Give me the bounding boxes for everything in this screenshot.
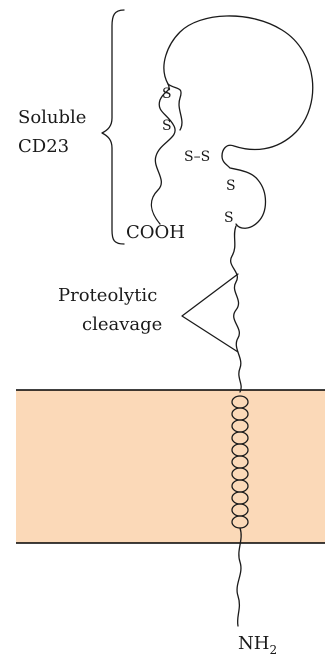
nh2-base: NH <box>238 633 269 654</box>
nh2-subscript: 2 <box>269 643 277 657</box>
nh2-label: NH2 <box>238 633 277 657</box>
chain-left-segment <box>151 84 175 224</box>
lectin-head-loop <box>164 16 313 156</box>
soluble-label: Soluble <box>18 107 86 128</box>
cd23-label: CD23 <box>18 136 69 157</box>
disulfide-bond-label: S–S <box>184 149 210 165</box>
cleavage-label: cleavage <box>82 314 162 335</box>
proteolytic-label: Proteolytic <box>58 285 157 306</box>
disulfide-s-2: S <box>162 118 172 134</box>
stalk-strand <box>231 226 242 392</box>
disulfide-s-1: S <box>162 86 172 102</box>
cell-membrane <box>16 390 325 543</box>
disulfide-s-4: S <box>224 210 234 226</box>
soluble-brace <box>102 10 124 244</box>
cooh-label: COOH <box>126 222 185 243</box>
disulfide-s-3: S <box>226 178 236 194</box>
cleavage-arrow <box>182 274 238 352</box>
